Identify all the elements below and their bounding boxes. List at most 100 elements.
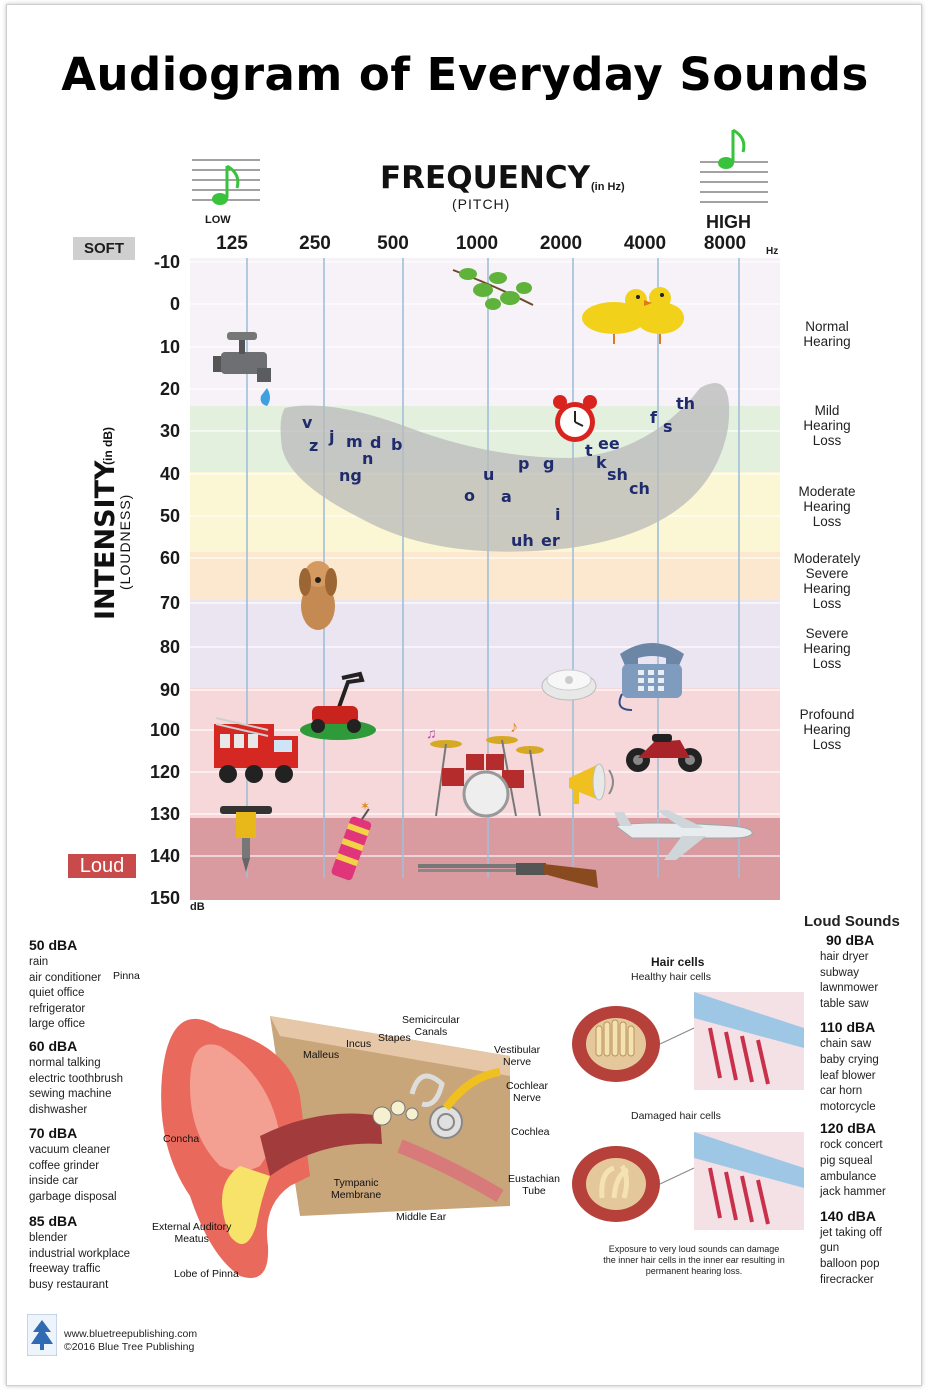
speech-sound: uh [511, 531, 534, 550]
speech-sound: o [464, 486, 475, 505]
db-unit: dB [190, 901, 205, 913]
speech-sound: i [555, 505, 561, 524]
soft-badge: SOFT [73, 237, 135, 260]
speech-sound: u [483, 465, 495, 484]
audiogram-grid [190, 258, 780, 900]
pitch-label: (PITCH) [452, 196, 511, 212]
drum-kit-icon: ♪♫ [426, 720, 544, 818]
freq-tick: 250 [299, 233, 331, 254]
db-tick: 100 [149, 720, 180, 740]
ear-label-concha: Concha [163, 1133, 200, 1145]
speech-sound: m [346, 432, 363, 451]
music-note-high-icon [700, 128, 768, 203]
speech-sound: sh [607, 465, 628, 484]
db-tick: 130 [149, 804, 180, 824]
healthy-hair-cells-illustration [572, 992, 804, 1090]
damaged-hair-cells-label: Damaged hair cells [631, 1110, 721, 1122]
music-note-low-icon [192, 159, 260, 205]
freq-tick: 125 [216, 233, 248, 254]
motorcycle-icon [626, 734, 702, 772]
shotgun-icon [418, 863, 598, 888]
freq-tick: 8000 [703, 233, 747, 254]
ear-label-incus: Incus [346, 1038, 372, 1050]
fire-truck-icon [214, 717, 298, 783]
intensity-unit: (in dB) [101, 427, 115, 465]
db-tick: 40 [159, 464, 180, 484]
frequency-unit: (in Hz) [591, 181, 625, 193]
speech-sound: n [362, 449, 374, 468]
freq-tick: 500 [377, 233, 409, 254]
speech-sound: ch [629, 479, 650, 498]
publisher-link[interactable]: www.bluetreepublishing.com [64, 1328, 198, 1340]
speech-sound: th [676, 394, 696, 413]
speech-sound: ee [598, 434, 620, 453]
airplane-icon [614, 810, 753, 860]
db-tick: 20 [159, 379, 180, 399]
speech-sound: er [541, 531, 560, 550]
footer: www.bluetreepublishing.com ©2016 Blue Tr… [64, 1328, 197, 1354]
blue-tree-logo-icon [27, 1314, 57, 1356]
db-tick: 0 [169, 294, 180, 314]
low-label: LOW [205, 214, 231, 226]
hair-cells-note: Exposure to very loud sounds can damage … [603, 1244, 785, 1276]
svg-text:✶: ✶ [360, 800, 370, 813]
svg-text:♫: ♫ [426, 725, 437, 741]
freq-tick: 4000 [623, 233, 667, 254]
ear-label-lobe-of-pinna: Lobe of Pinna [174, 1268, 239, 1280]
db-tick: 90 [159, 680, 180, 700]
speech-sound: ng [339, 466, 362, 485]
speech-sound: k [596, 453, 607, 472]
speech-sound: z [309, 436, 319, 455]
db-tick: 30 [159, 421, 180, 441]
firecracker-icon: ✶ [331, 800, 372, 881]
speech-sound: s [663, 417, 673, 436]
speech-sound: d [370, 433, 382, 452]
dog-icon [299, 561, 337, 630]
alarm-clock-icon [553, 395, 597, 442]
lawnmower-icon [300, 671, 376, 740]
hair-cells-title: Hair cells [651, 955, 705, 969]
speech-sound: t [585, 441, 593, 460]
speech-sound: b [391, 435, 403, 454]
faucet-icon [213, 332, 271, 406]
db-tick: -10 [153, 252, 180, 272]
ear-anatomy-illustration [161, 1016, 510, 1278]
freq-tick: 1000 [455, 233, 499, 254]
db-tick: 10 [159, 337, 180, 357]
intensity-axis-label: INTENSITY (in dB) (LOUDNESS) [90, 427, 133, 620]
birds-icon [582, 287, 684, 344]
ear-label-cochlea: Cochlea [511, 1126, 550, 1138]
jackhammer-icon [220, 806, 272, 872]
db-tick: 150 [149, 888, 180, 908]
freq-tick: 2000 [539, 233, 583, 254]
hz-label: Hz [766, 246, 779, 257]
db-tick: 120 [149, 762, 180, 782]
speech-sound: g [543, 454, 555, 473]
speech-sound: j [329, 427, 335, 446]
smoke-detector-icon [541, 669, 597, 701]
db-tick: 140 [149, 846, 180, 866]
loudness-label: (LOUDNESS) [117, 494, 133, 590]
damaged-hair-cells-illustration [572, 1132, 804, 1230]
speech-sound: v [302, 413, 313, 432]
leaves-icon [452, 268, 534, 310]
loud-badge: Loud [68, 854, 136, 878]
ear-label-stapes: Stapes [378, 1032, 411, 1044]
db-tick: 70 [159, 593, 180, 613]
page-title: Audiogram of Everyday Sounds [61, 48, 869, 101]
